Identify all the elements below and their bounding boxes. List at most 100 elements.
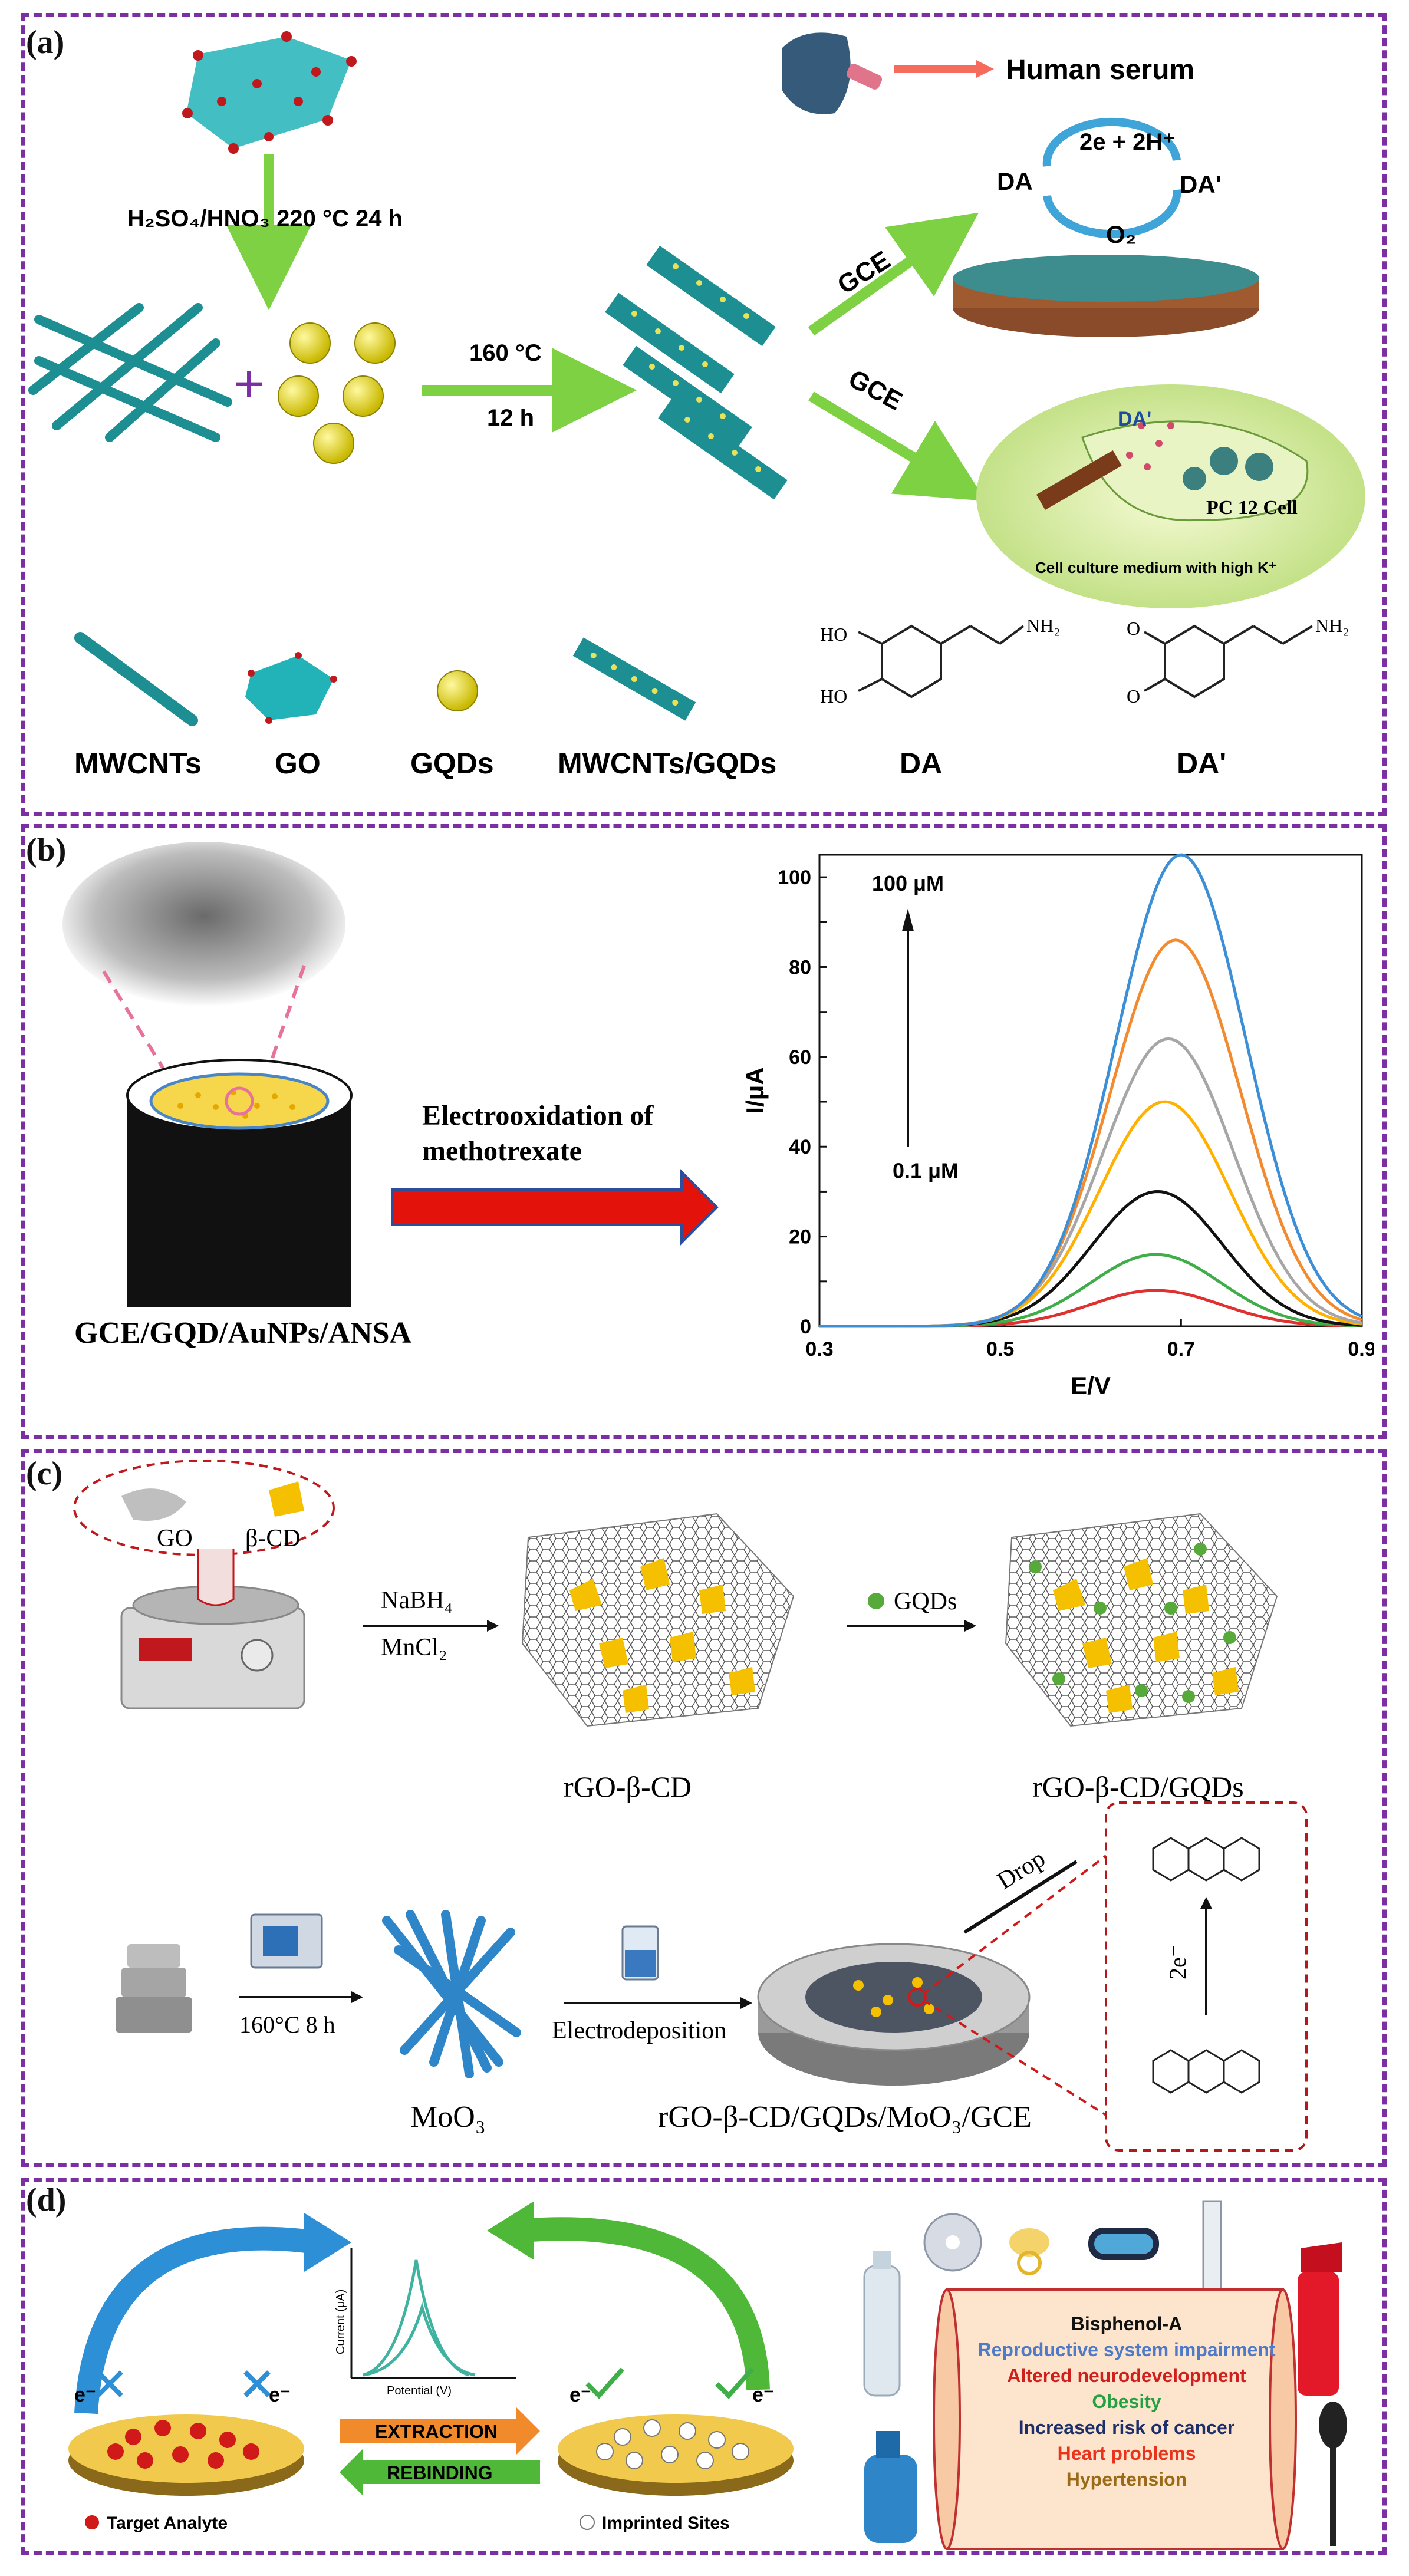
e-minus-right-2: e⁻ [752, 2384, 774, 2406]
bpa-effect-6: Hypertension [1066, 2469, 1187, 2490]
imprinted-sites-label: Imprinted Sites [602, 2514, 730, 2533]
final-electrode-label: rGO-β-CD/GQDs/MoO₃/GCE [658, 2100, 1032, 2134]
drop-arrow [963, 1860, 1078, 1934]
gce-disc [953, 255, 1259, 337]
serum-sample-image [782, 32, 883, 114]
green-curved-arrow [521, 2217, 770, 2390]
x-tick-label-3: 0.9 [1348, 1338, 1374, 1361]
x-tick-label-2: 0.7 [1167, 1338, 1195, 1361]
imprinted-sites-disk [558, 2414, 794, 2496]
panel-c [21, 1449, 1387, 2167]
bpa-effect-2: Altered neurodevelopment [1007, 2365, 1246, 2386]
bpa-products [863, 2200, 1347, 2550]
c-gqds-label: GQDs [894, 1588, 957, 1615]
da-ho-bottom: HO [820, 686, 847, 707]
drop-label: Drop [993, 1845, 1051, 1895]
legend-mwcnt-icon [74, 632, 198, 726]
cond1: H₂SO₄/HNO₃ 220 °C 24 h [127, 206, 403, 232]
final-electrode [757, 1943, 1031, 2086]
legend-label-gqds: GQDs [410, 747, 494, 780]
moo3-label: MoO₃ [410, 2100, 486, 2134]
y-tick-label-6: 60 [789, 1046, 811, 1069]
panel-b-label: (b) [26, 832, 67, 868]
redox-arc-top [1042, 117, 1181, 167]
panel-d-diagram: e⁻ e⁻ Current (μA) Potential (V) EXTRACT… [68, 2201, 794, 2533]
mini-current-axis: Current (μA) [334, 2290, 347, 2354]
da-prime-label: DA' [1180, 170, 1222, 198]
target-analyte-disk [68, 2414, 304, 2496]
bpa-text-block: Bisphenol-A Reproductive system impairme… [959, 2311, 1295, 2511]
bpa-effect-3: Obesity [1092, 2391, 1161, 2412]
rebinding-label: REBINDING [387, 2462, 493, 2483]
legend-mwcnt-gqd-icon [572, 637, 696, 721]
panel-d-label: (d) [26, 2182, 67, 2218]
y-tick-label-0: 0 [800, 1316, 811, 1338]
panel-a [21, 13, 1387, 816]
extraction-label: EXTRACTION [375, 2421, 498, 2442]
da-label: DA [997, 167, 1033, 195]
blue-curved-arrow [74, 2226, 318, 2414]
weight-icon [116, 1944, 192, 2033]
bpa-effect-1: Reproductive system impairment [977, 2339, 1276, 2360]
check-marks-right [585, 2367, 754, 2399]
annotation-top: 100 μM [872, 871, 944, 895]
flavonoid-molecule-bottom [1152, 2049, 1260, 2094]
zoom-line-right [238, 965, 306, 1155]
dpv-curve-2 [819, 1253, 1362, 1328]
panel-c-diagram: GO β-CD NaBH₄ MnCl₂ rGO-β-CD GQDs rGO-β-… [73, 1460, 1308, 2152]
x-marks-left [96, 2370, 271, 2397]
mwcnt-mesh [28, 303, 232, 442]
rebinding-arrow [340, 2449, 540, 2496]
arrow-text-2: methotrexate [422, 1135, 582, 1167]
redox-arc-bottom [1043, 189, 1181, 239]
rgo-bcd-label: rGO-β-CD [564, 1770, 692, 1803]
pacifier-icon [1009, 2228, 1049, 2275]
da-structure [858, 624, 1025, 699]
c-go-label: GO [157, 1525, 193, 1552]
arrow-gce-top [808, 212, 979, 336]
da-prime-structure [1144, 624, 1313, 699]
x-tick-label-0: 0.3 [805, 1338, 833, 1361]
sports-bottle-icon [864, 2431, 917, 2543]
y-axis-label: I/μA [741, 1067, 769, 1114]
cd-icon [923, 2213, 982, 2272]
electrolyte-beaker-icon [621, 1925, 659, 1981]
target-analyte-label: Target Analyte [107, 2514, 228, 2533]
zoom-line-c1 [922, 1854, 1107, 1995]
molecule-inset [1105, 1801, 1308, 2152]
legend-label-da-prime: DA' [1177, 747, 1226, 780]
reaction-top: 2e + 2H⁺ [1079, 129, 1175, 155]
panel-b [21, 824, 1387, 1439]
arrow-text-1: Electrooxidation of [422, 1100, 654, 1131]
autoclave-icon [250, 1913, 323, 1969]
cond2-temp: 160 °C [469, 340, 542, 366]
electrodeposition-label: Electrodeposition [552, 2017, 726, 2044]
water-bottle-icon [863, 2251, 901, 2397]
cond2-time: 12 h [487, 405, 534, 431]
da-nh2: NH₂ [1026, 615, 1060, 636]
da-prime-o-top: O [1127, 618, 1140, 639]
human-serum: Human serum [1006, 54, 1194, 85]
goggles-icon [1088, 2228, 1159, 2260]
electrode-label: GCE/GQD/AuNPs/ANSA [74, 1316, 412, 1350]
cell-medium-label: Cell culture medium with high K⁺ [1035, 559, 1277, 577]
annotation-bottom: 0.1 μM [893, 1159, 959, 1183]
e-minus-left-1: e⁻ [74, 2384, 96, 2406]
spoon-icon [1319, 2402, 1347, 2546]
legend-label-da: DA [900, 747, 942, 780]
mwcnt-gqd-rods [605, 245, 788, 500]
o2-label: O₂ [1106, 220, 1136, 248]
extraction-arrow [340, 2407, 540, 2455]
rgo-bcd-gqds-sheet [1005, 1513, 1278, 1727]
mini-voltammogram [350, 2248, 516, 2379]
mini-potential-axis: Potential (V) [387, 2384, 452, 2397]
legend-label-go: GO [275, 747, 321, 780]
flavonoid-molecule-top [1152, 1837, 1260, 1882]
arrow-gce-bottom [808, 391, 986, 501]
panel-b-diagram: Electrooxidation of methotrexate GCE/GQD… [62, 842, 719, 1350]
bpa-effect-5: Heart problems [1057, 2443, 1196, 2464]
panel-a-diagram: H₂SO₄/HNO₃ 220 °C 24 h + 160 °C 12 h GCE… [28, 31, 1365, 780]
go-sheet-icon [121, 1488, 186, 1521]
plus-sign: + [233, 355, 265, 414]
x-tick-label-1: 0.5 [986, 1338, 1014, 1361]
